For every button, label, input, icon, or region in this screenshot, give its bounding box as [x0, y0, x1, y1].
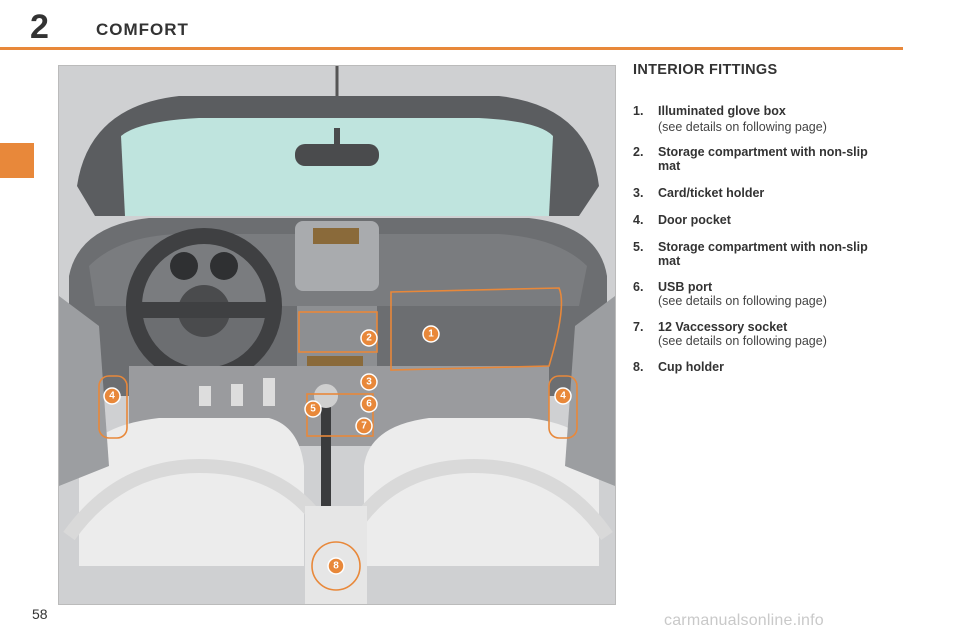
svg-text:4: 4 — [560, 391, 566, 402]
door-pocket-left-zone — [98, 375, 128, 439]
callout-2: 2 — [360, 329, 378, 347]
svg-text:4: 4 — [109, 391, 115, 402]
header-divider — [0, 47, 903, 50]
cup-holder-zone — [311, 541, 361, 591]
callout-6: 6 — [360, 395, 378, 413]
callout-4-right: 4 — [554, 387, 572, 405]
callout-8: 8 — [327, 557, 345, 575]
chapter-side-tab — [0, 143, 34, 178]
callout-7: 7 — [355, 417, 373, 435]
callout-5: 5 — [304, 400, 322, 418]
svg-text:1: 1 — [428, 329, 434, 340]
section-title: INTERIOR FITTINGS — [633, 62, 778, 78]
page-number: 58 — [32, 606, 48, 622]
svg-text:6: 6 — [366, 399, 372, 410]
svg-text:3: 3 — [366, 377, 372, 388]
svg-text:7: 7 — [361, 421, 367, 432]
svg-text:5: 5 — [310, 404, 316, 415]
door-pocket-right-zone — [548, 375, 578, 439]
list-item: 7. 12 Vaccessory socket (see details on … — [633, 320, 827, 348]
glove-box-zone — [390, 287, 563, 371]
list-item: 1. Illuminated glove box (see details on… — [633, 104, 827, 134]
svg-text:8: 8 — [333, 561, 339, 572]
list-item: 6. USB port (see details on following pa… — [633, 280, 827, 308]
chapter-title: COMFORT — [96, 20, 189, 39]
chapter-number: 2 — [30, 8, 49, 46]
callout-3: 3 — [360, 373, 378, 391]
fittings-list: 1. Illuminated glove box (see details on… — [633, 104, 933, 374]
list-item: 5. Storage compartment with non-slip mat — [633, 240, 868, 268]
storage-zone-2 — [298, 311, 378, 353]
list-item: 3. Card/ticket holder — [633, 186, 765, 200]
rear-view-mirror — [295, 144, 379, 166]
callout-1: 1 — [422, 325, 440, 343]
list-item: 4. Door pocket — [633, 213, 731, 227]
list-item: 2. Storage compartment with non-slip mat — [633, 145, 868, 173]
interior-illustration: 1 2 3 4 4 5 6 7 8 — [58, 65, 616, 605]
svg-text:2: 2 — [366, 333, 372, 344]
callout-4-left: 4 — [103, 387, 121, 405]
car-interior-drawing: 1 2 3 4 4 5 6 7 8 — [59, 66, 615, 604]
list-item: 8. Cup holder — [633, 360, 724, 374]
watermark: carmanualsonline.info — [664, 612, 824, 629]
